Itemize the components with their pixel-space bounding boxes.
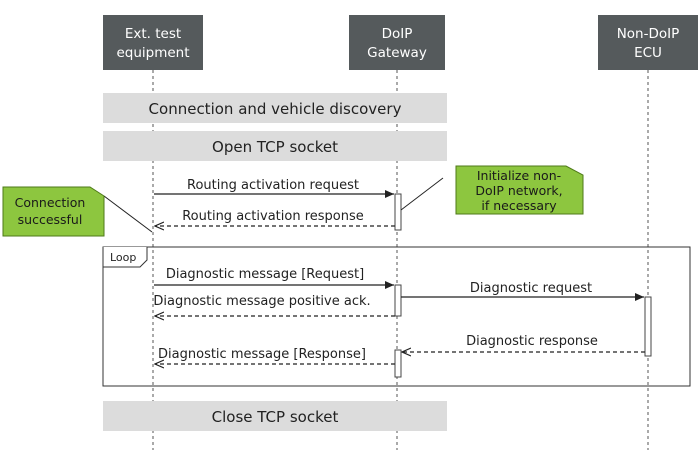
message-label-routing-response: Routing activation response bbox=[182, 209, 364, 224]
band-close-tcp-socket: Close TCP socket bbox=[103, 401, 447, 431]
band-open-tcp-socket: Open TCP socket bbox=[103, 131, 447, 161]
message-label-diag-request: Diagnostic request bbox=[470, 281, 592, 296]
message-label-diag-pos-ack: Diagnostic message positive ack. bbox=[153, 294, 370, 309]
participant-test-equipment: Ext. test equipment bbox=[103, 15, 203, 70]
activation-bar-gateway-response bbox=[394, 349, 402, 378]
message-label-routing-request: Routing activation request bbox=[187, 178, 359, 193]
message-label-diag-request-msg: Diagnostic message [Request] bbox=[166, 267, 364, 282]
participant-label-line2: equipment bbox=[116, 45, 189, 61]
note-initialize-network: Initialize non- DoIP network, if necessa… bbox=[400, 165, 584, 215]
participant-doip-gateway: DoIP Gateway bbox=[349, 15, 445, 70]
note-line2: successful bbox=[18, 212, 83, 227]
note-line3: if necessary bbox=[481, 198, 557, 213]
activation-bar-gateway-request bbox=[394, 284, 402, 317]
activation-bar-ecu bbox=[644, 296, 652, 357]
message-label-diag-response-msg: Diagnostic message [Response] bbox=[158, 347, 366, 362]
participant-label-line1: Ext. test bbox=[125, 26, 181, 42]
participant-non-doip-ecu: Non-DoIP ECU bbox=[598, 15, 698, 70]
participant-label-line2: ECU bbox=[634, 45, 662, 61]
loop-label: Loop bbox=[110, 251, 136, 264]
band-connection-discovery: Connection and vehicle discovery bbox=[103, 93, 447, 123]
note-line2: DoIP network, bbox=[475, 183, 562, 198]
participant-label-line1: Non-DoIP bbox=[617, 26, 680, 42]
band-label: Open TCP socket bbox=[212, 138, 338, 156]
activation-bar-gateway-routing bbox=[394, 193, 402, 231]
band-label: Close TCP socket bbox=[212, 408, 339, 426]
participant-label-line2: Gateway bbox=[367, 45, 427, 61]
note-line1: Connection bbox=[15, 195, 86, 210]
participant-label-line1: DoIP bbox=[382, 26, 413, 42]
band-label: Connection and vehicle discovery bbox=[149, 100, 402, 118]
loop-frame: Loop bbox=[102, 246, 691, 387]
note-connection-successful: Connection successful bbox=[2, 186, 153, 237]
message-label-diag-response: Diagnostic response bbox=[466, 334, 598, 349]
note-line1: Initialize non- bbox=[477, 168, 561, 183]
